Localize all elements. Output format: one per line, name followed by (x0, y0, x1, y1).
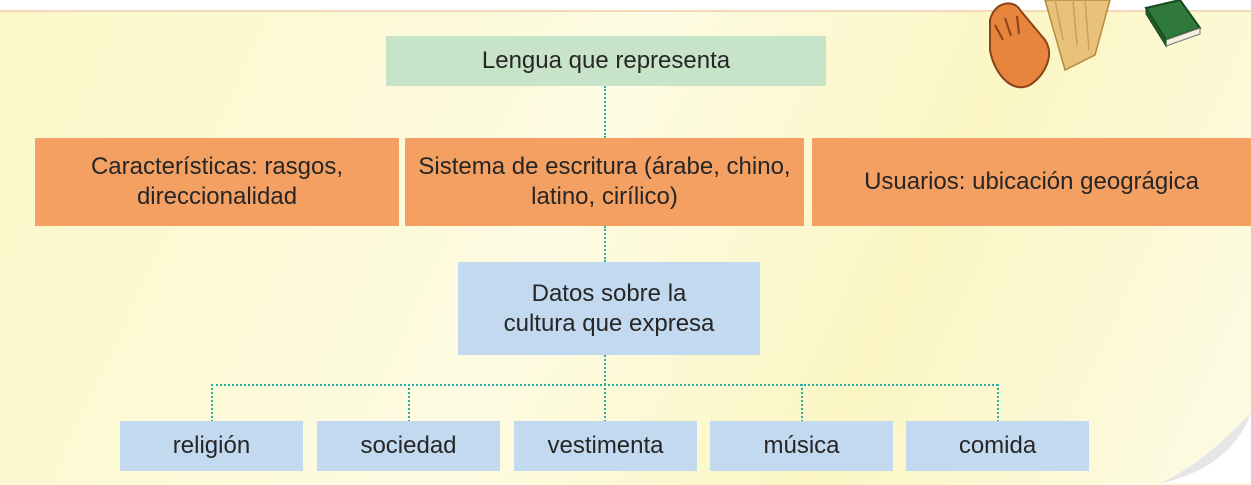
connector-top-to-middle (604, 86, 606, 138)
node-cultura: Datos sobre la cultura que expresa (458, 262, 760, 355)
child-arm-illustration (989, 0, 1111, 89)
paper-background (0, 10, 1251, 485)
connector-culture-to-bus (604, 355, 606, 385)
connector-leaf-4 (801, 384, 803, 422)
connector-leaf-1 (211, 384, 213, 422)
leaf-musica: música (710, 421, 893, 471)
leaf-religion: religión (120, 421, 303, 471)
leaf-vestimenta: vestimenta (514, 421, 697, 471)
node-caracteristicas: Características: rasgos, direccionalidad (35, 138, 399, 226)
green-book-icon (1144, 0, 1202, 48)
page-curl (1161, 413, 1251, 483)
connector-middle-to-culture (604, 226, 606, 262)
connector-leaf-2 (408, 384, 410, 422)
connector-leaf-5 (997, 384, 999, 422)
node-sistema-escritura: Sistema de escritura (árabe, chino, lati… (405, 138, 804, 226)
node-usuarios: Usuarios: ubicación geográgica (812, 138, 1251, 226)
leaf-comida: comida (906, 421, 1089, 471)
leaf-sociedad: sociedad (317, 421, 500, 471)
connector-leaf-3 (604, 384, 606, 422)
node-lengua: Lengua que representa (386, 36, 826, 86)
